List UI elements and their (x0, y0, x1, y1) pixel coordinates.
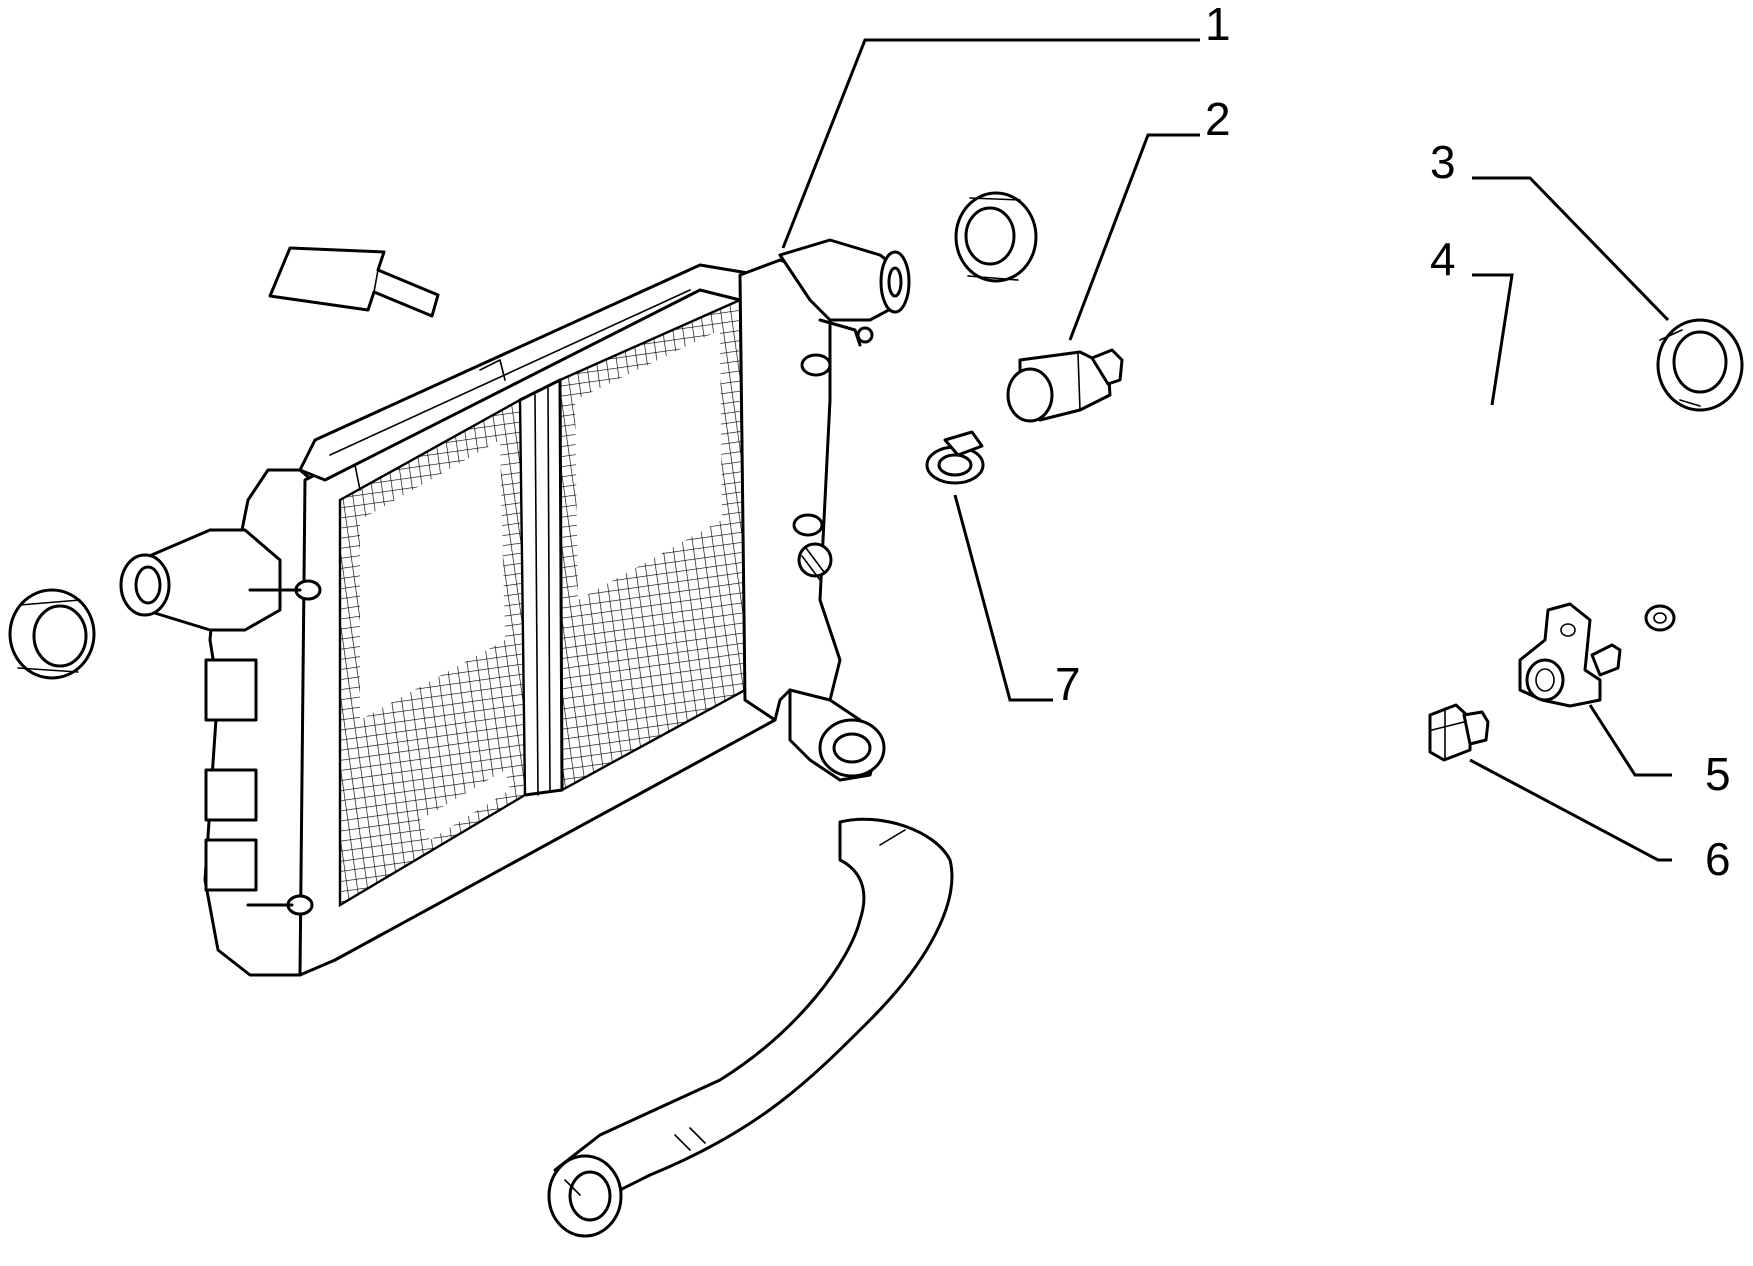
callout-3: 3 (1430, 136, 1456, 188)
hose-icon (1035, 418, 1692, 632)
callout-5: 5 (1705, 748, 1731, 800)
leader-7 (953, 494, 1053, 702)
hose-clamp-icon (925, 430, 985, 485)
temperature-switch-icon (1006, 348, 1124, 423)
callout-6: 6 (1705, 833, 1731, 885)
callout-4: 4 (1430, 233, 1456, 285)
leader-lines (781, 38, 1672, 862)
bleed-screw-icon (1428, 703, 1490, 762)
leader-6 (1469, 758, 1672, 862)
callouts: 1 2 3 4 5 6 7 (1055, 0, 1731, 885)
direction-arrow-icon (268, 246, 440, 318)
upper-seal-icon (954, 191, 1038, 283)
inlet-seal-icon (8, 588, 96, 680)
leader-1 (781, 38, 1200, 249)
leader-3 (1472, 176, 1670, 322)
radiator-icon (119, 238, 911, 977)
callout-2: 2 (1205, 93, 1231, 145)
leader-2 (1068, 133, 1200, 341)
leader-5 (1588, 704, 1672, 777)
leader-4 (1472, 273, 1514, 406)
lower-hose-icon (547, 817, 954, 1238)
callout-7: 7 (1055, 658, 1081, 710)
callout-1: 1 (1205, 0, 1231, 50)
bracket-icon (1518, 602, 1622, 708)
grommet-icon (1656, 318, 1744, 412)
